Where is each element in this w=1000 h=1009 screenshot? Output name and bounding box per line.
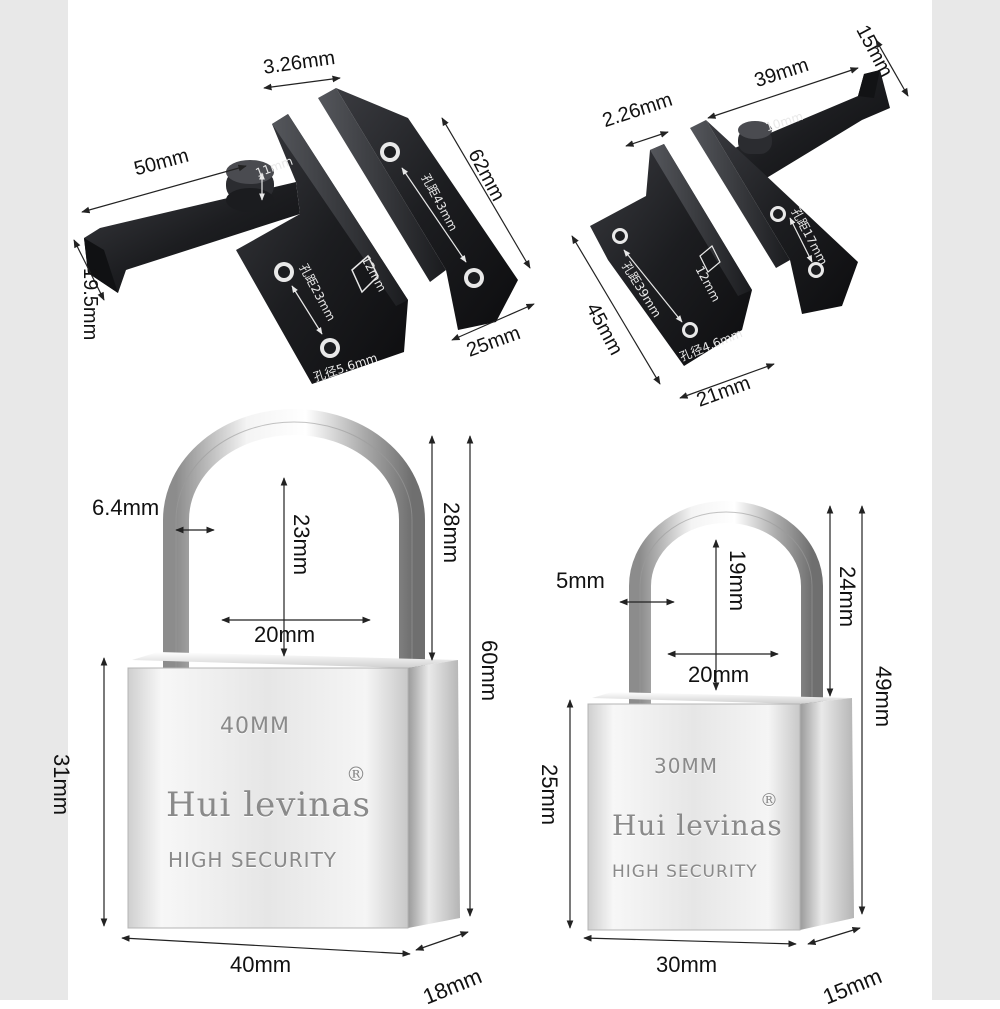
small-hasp xyxy=(571,39,909,399)
large-padlock-size-mark: 40MM xyxy=(220,714,290,739)
small-padlock-shackle-span-label: 20mm xyxy=(688,662,750,687)
large-padlock xyxy=(100,409,474,957)
large-padlock-brand: Hui levinas xyxy=(166,785,371,825)
large-padlock-shackle-inner-height-label: 23mm xyxy=(289,514,314,576)
small-padlock-registered-mark: ® xyxy=(760,790,779,811)
large-hasp xyxy=(73,75,535,384)
small-padlock-tagline: HIGH SECURITY xyxy=(612,862,758,882)
large-padlock-body-height-label: 31mm xyxy=(49,754,74,816)
small-padlock-brand: Hui levinas xyxy=(612,809,783,842)
small-padlock-shackle-diameter-label: 5mm xyxy=(556,568,605,593)
large-padlock-body-width-label: 40mm xyxy=(230,952,292,977)
large-padlock-total-height-label: 60mm xyxy=(477,640,502,702)
small-padlock-body-height-label: 25mm xyxy=(537,764,562,826)
large-padlock-shackle-diameter-label: 6.4mm xyxy=(92,495,160,520)
small-padlock-total-height-label: 49mm xyxy=(871,666,896,728)
small-padlock-size-mark: 30MM xyxy=(654,754,718,778)
large-padlock-shackle-height-label: 28mm xyxy=(439,502,464,564)
small-padlock-body-width-label: 30mm xyxy=(656,952,718,977)
large-hasp-bar-height-label: 19.5mm xyxy=(79,268,101,341)
right-side-strip xyxy=(932,0,1000,1000)
small-padlock-shackle-inner-height-label: 19mm xyxy=(725,550,750,612)
large-padlock-shackle-span-label: 20mm xyxy=(254,622,316,647)
large-padlock-registered-mark: ® xyxy=(346,762,367,786)
large-padlock-tagline: HIGH SECURITY xyxy=(168,848,337,872)
small-padlock-shackle-height-label: 24mm xyxy=(835,566,860,628)
left-side-strip xyxy=(0,0,68,1000)
small-padlock xyxy=(566,501,866,948)
